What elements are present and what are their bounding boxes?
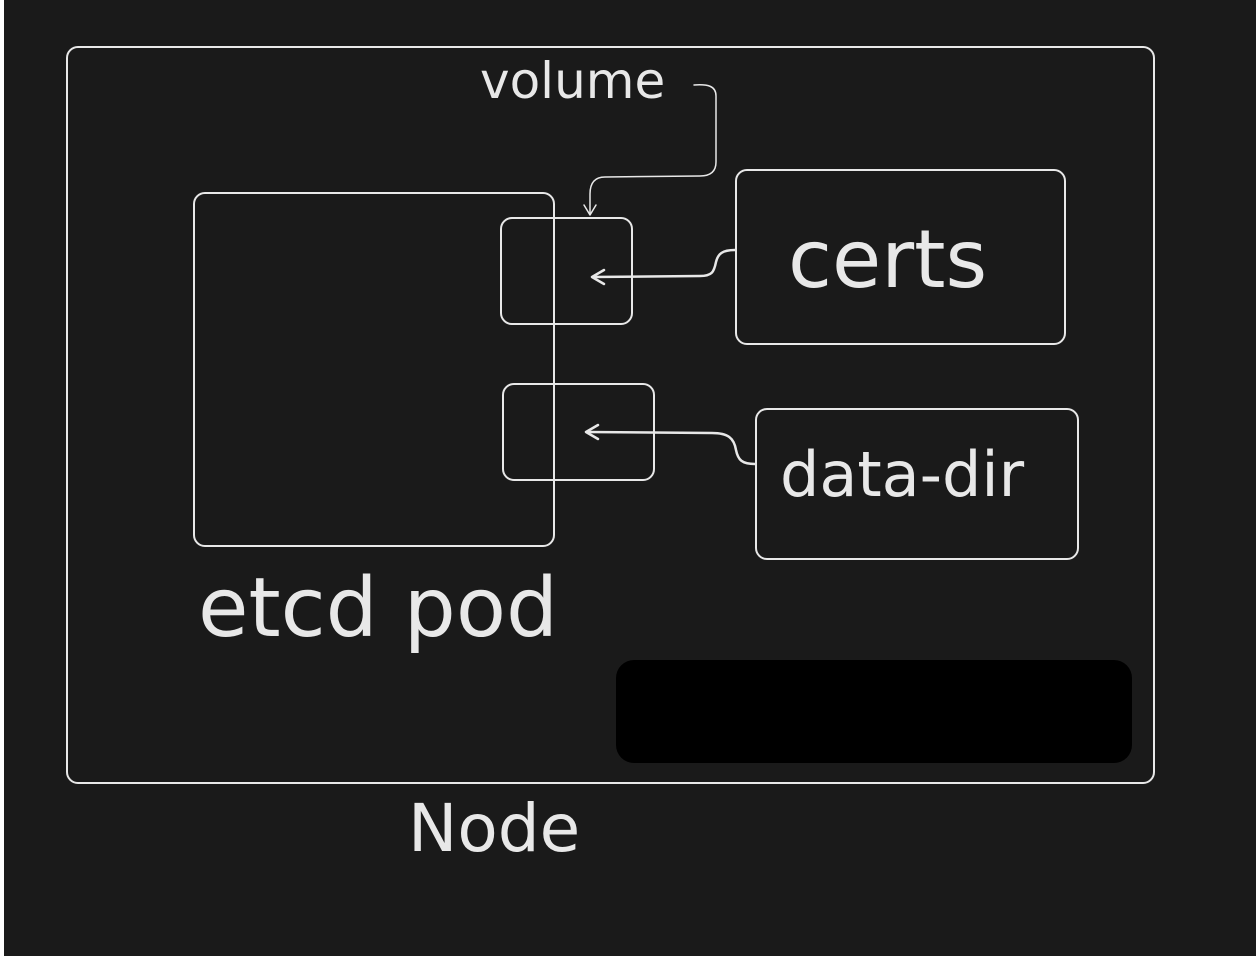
etcd-pod-label: etcd pod (198, 561, 559, 656)
data-dir-volume-mount (502, 383, 655, 481)
etcd-pod-box (193, 192, 555, 547)
data-dir-label: data-dir (780, 438, 1025, 511)
volume-label: volume (480, 52, 666, 110)
redacted-area (616, 660, 1132, 763)
certs-volume-mount (500, 217, 633, 325)
data-dir-box (755, 408, 1079, 560)
node-label: Node (408, 790, 581, 867)
certs-label: certs (788, 213, 988, 306)
node-box (66, 46, 1155, 784)
